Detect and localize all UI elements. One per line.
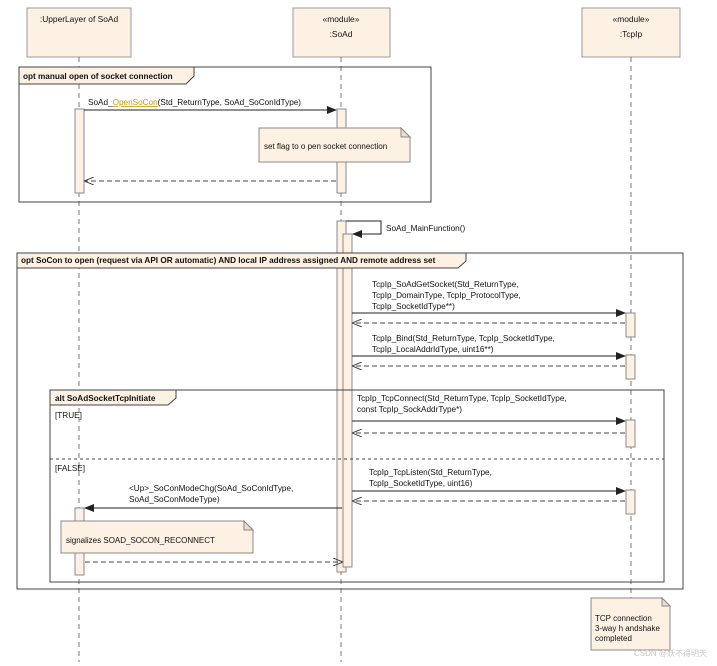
guard-true: [TRUE] [55, 411, 82, 420]
participant-tcpip-stereotype: «module» [613, 14, 650, 24]
message-tcp-connect-line2: const TcpIp_SockAddrType*) [357, 405, 462, 414]
note-tcp-connection-line2: 3-way h andshake [595, 624, 660, 633]
note-tcp-connection-line3: completed [595, 634, 632, 643]
watermark: CSDN @妖不得明天 [634, 648, 707, 658]
fragment-opt-socon-label: opt SoCon to open (request via API OR au… [21, 256, 436, 265]
message-get-socket-line2: TcpIp_DomainType, TcpIp_ProtocolType, [372, 291, 521, 300]
activation-soad-main-nested [342, 233, 353, 568]
activation-tcpip-getsocket [625, 312, 636, 338]
participant-soad: «module» :SoAd [292, 7, 391, 58]
fragment-opt-manual-label: opt manual open of socket connection [23, 72, 173, 81]
fragment-opt-manual-tag [18, 66, 195, 85]
fragment-opt-socon-tag [16, 252, 467, 269]
fragment-alt-tag [49, 389, 177, 406]
message-get-socket-line1: TcpIp_SoAdGetSocket(Std_ReturnType, [372, 280, 519, 289]
participant-soad-stereotype: «module» [323, 14, 360, 24]
participant-tcpip: «module» :TcpIp [581, 7, 681, 58]
participant-soad-name: :SoAd [330, 29, 353, 39]
fragment-alt [49, 389, 665, 583]
activation-tcpip-connect [625, 419, 636, 448]
message-tcp-listen-line2: TcpIp_SocketIdType, uint16) [369, 479, 473, 488]
participant-tcpip-name: :TcpIp [620, 29, 643, 39]
message-tcp-listen-line1: TcpIp_TcpListen(Std_ReturnType, [369, 468, 492, 477]
note-signalizes: signalizes SOAD_SOCON_RECONNECT [60, 519, 255, 554]
fragment-alt-label: alt SoAdSocketTcpInitiate [55, 394, 156, 403]
message-open-socon-label: SoAd_OpenSoCon(Std_ReturnType, SoAd_SoCo… [88, 98, 301, 107]
note-set-flag: set flag to o pen socket connection [258, 126, 412, 163]
participant-upper-layer: :UpperLayer of SoAd [26, 7, 132, 58]
activation-tcpip-listen [625, 489, 636, 515]
activation-tcpip-bind [625, 354, 636, 380]
note-set-flag-text: set flag to o pen socket connection [264, 142, 387, 151]
message-bind-line1: TcpIp_Bind(Std_ReturnType, TcpIp_SocketI… [372, 334, 555, 343]
note-tcp-connection-line1: TCP connection [595, 614, 652, 623]
note-tcp-connection: TCP connection 3-way h andshake complete… [590, 596, 672, 651]
participant-upper-name: :UpperLayer of SoAd [40, 14, 119, 24]
message-get-socket-line3: TcpIp_SocketIdType**) [372, 302, 455, 311]
message-mode-chg-line1: <Up>_SoConModeChg(SoAd_SoConIdType, [129, 484, 293, 493]
note-signalizes-text: signalizes SOAD_SOCON_RECONNECT [66, 536, 215, 545]
message-main-function-label: SoAd_MainFunction() [386, 224, 465, 233]
activation-upper-1 [74, 108, 85, 194]
message-tcp-connect-line1: TcpIp_TcpConnect(Std_ReturnType, TcpIp_S… [357, 394, 567, 403]
message-bind-line2: TcpIp_LocalAddrIdType, uint16**) [372, 345, 494, 354]
fragment-opt-manual [18, 66, 432, 203]
message-mode-chg-line2: SoAd_SoConModeType) [129, 495, 220, 504]
guard-false: [FALSE] [55, 464, 85, 473]
message-main-function-arrow [346, 220, 382, 238]
